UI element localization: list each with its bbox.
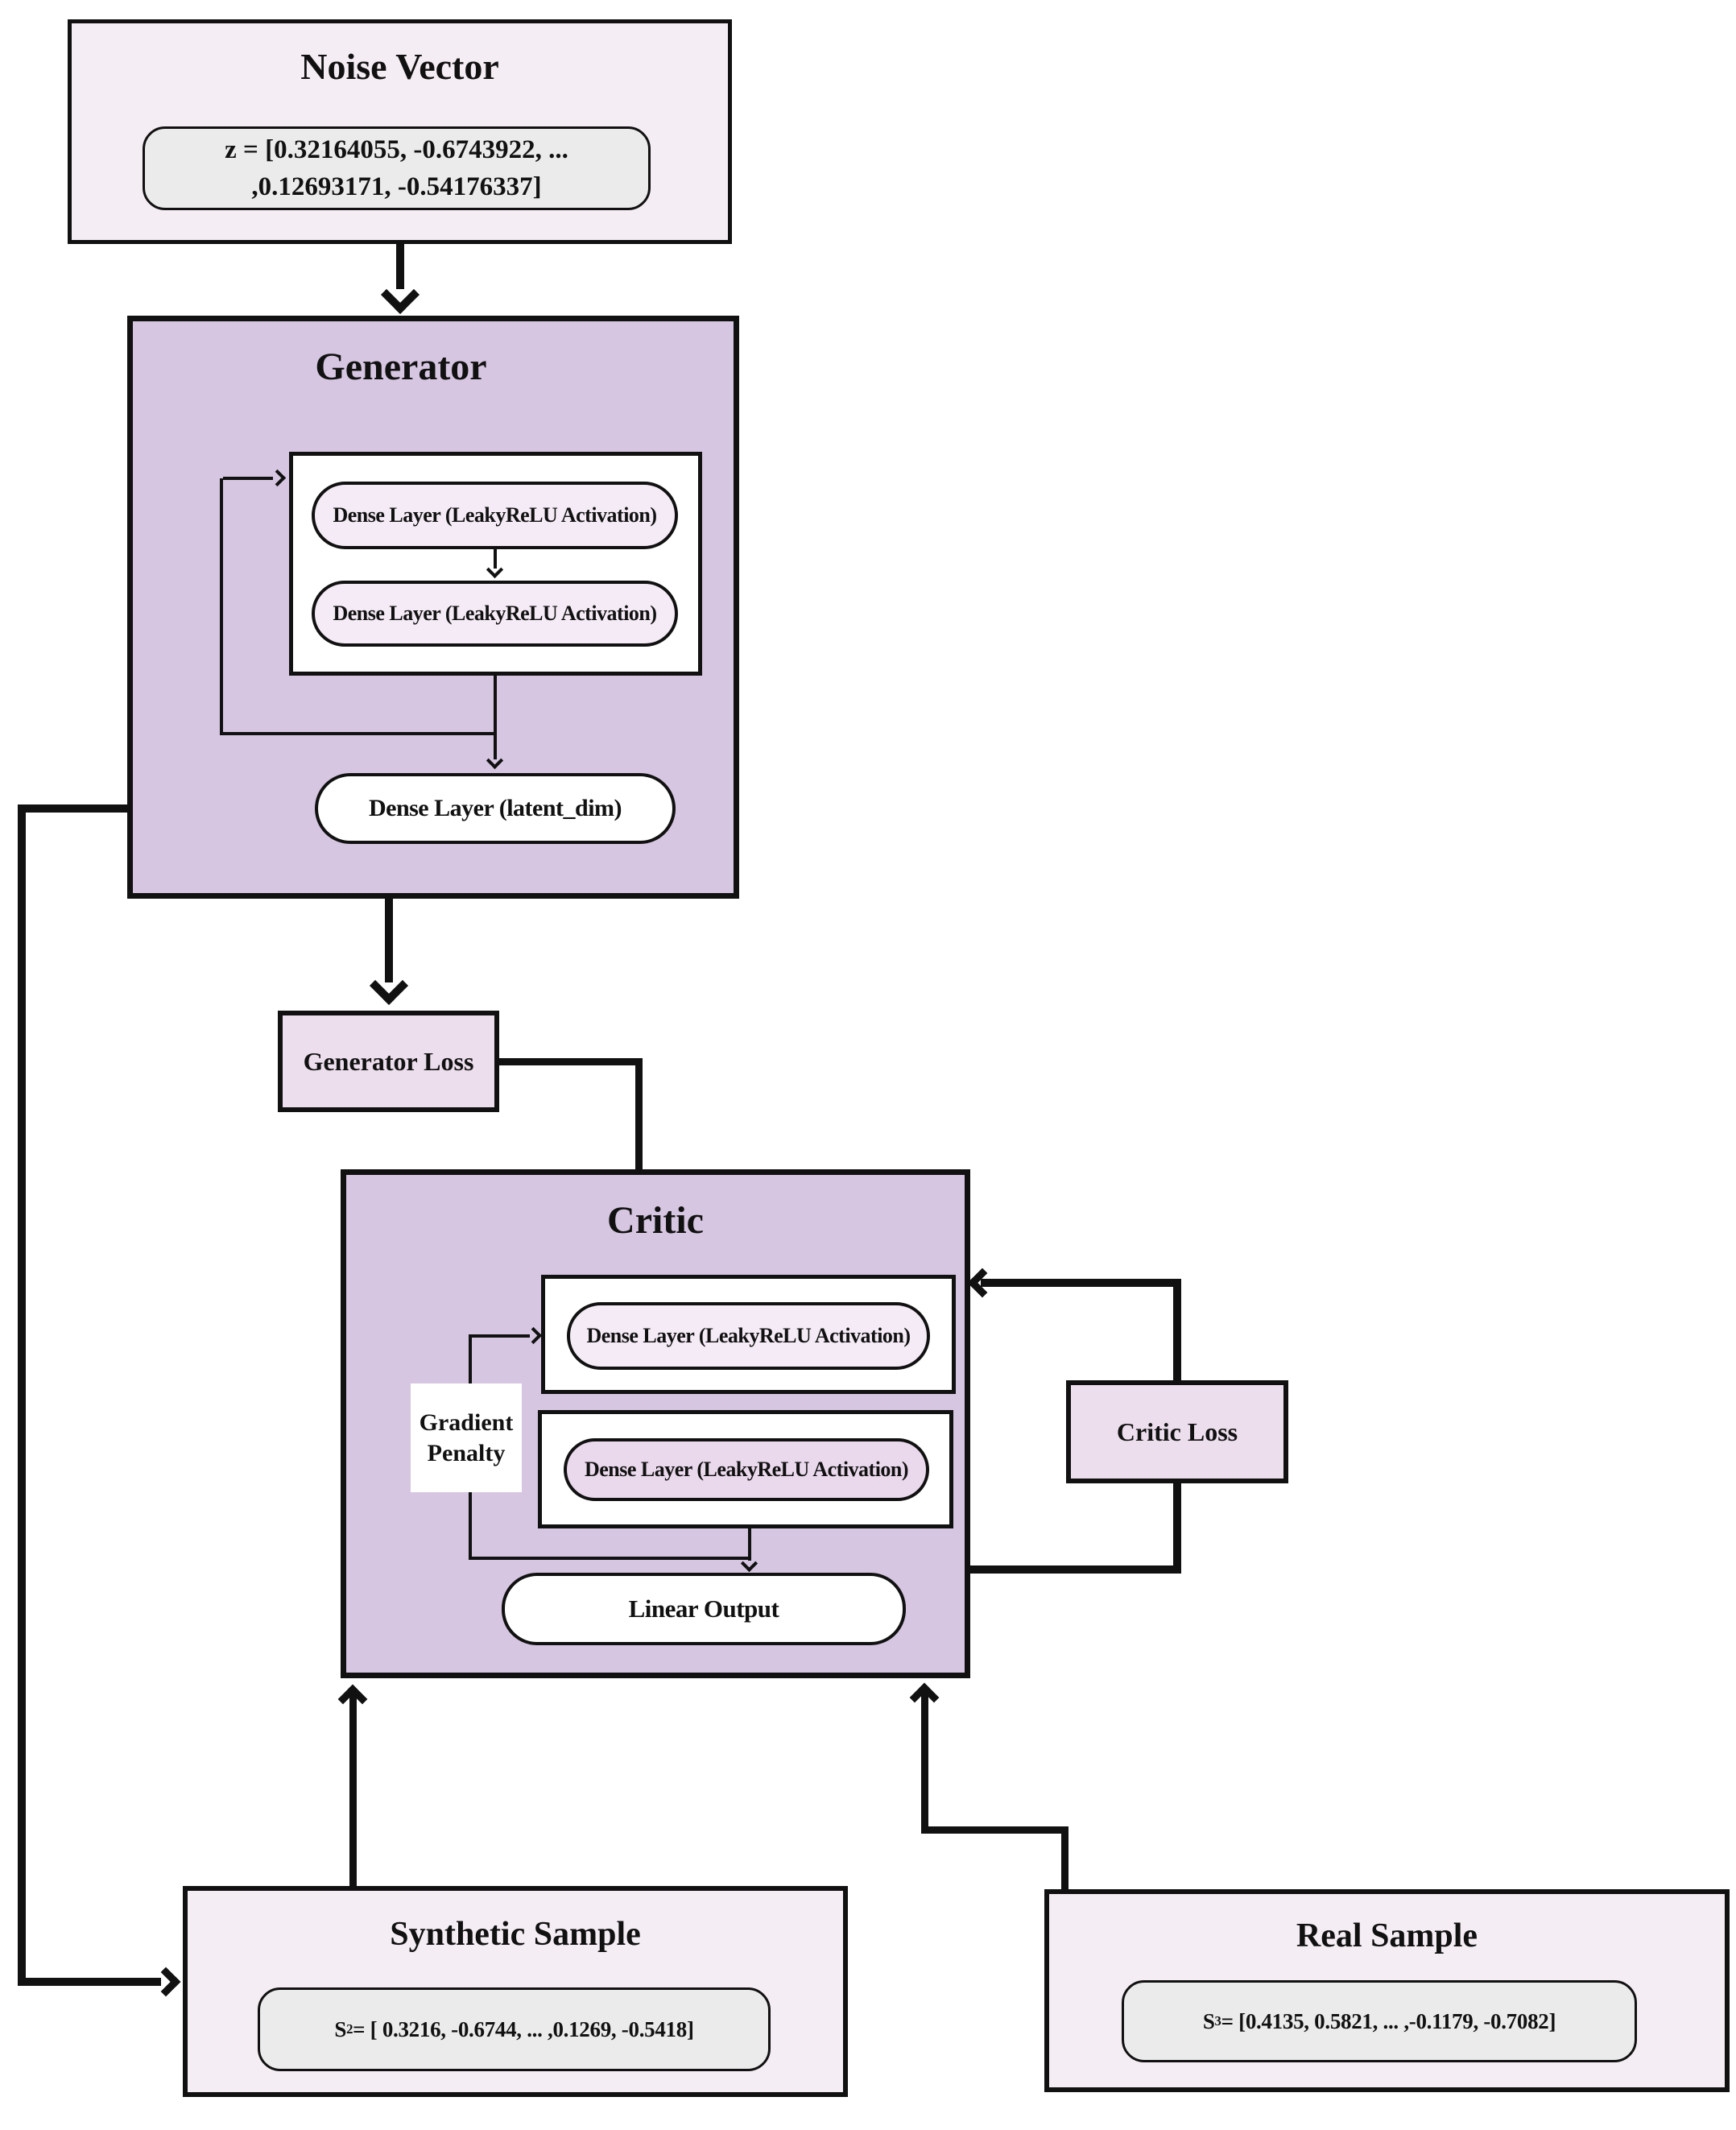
critic-dense-layer-1: Dense Layer (LeakyReLU Activation) bbox=[567, 1302, 930, 1370]
gp-line-up bbox=[469, 1336, 472, 1383]
noise-vector-title: Noise Vector bbox=[300, 46, 499, 87]
criticloss-to-critic-line-v bbox=[1173, 1279, 1181, 1380]
critic-loss-box: Critic Loss bbox=[1066, 1380, 1288, 1483]
critic-title: Critic bbox=[607, 1199, 704, 1242]
noise-to-generator-arrow-line bbox=[396, 244, 404, 289]
genloss-to-critic-line-v bbox=[635, 1058, 643, 1171]
generator-latent-dense-layer: Dense Layer (latent_dim) bbox=[315, 773, 676, 844]
generator-loop-line-2 bbox=[220, 732, 497, 735]
synthetic-to-critic-arrow-line bbox=[349, 1693, 357, 1886]
real-sample-values: = [0.4135, 0.5821, ... ,-0.1179, -0.7082… bbox=[1221, 2008, 1556, 2033]
gp-line-to-dense1 bbox=[469, 1334, 530, 1338]
real-to-critic-line-v1 bbox=[1061, 1830, 1068, 1891]
genloss-to-critic-line-h bbox=[499, 1058, 643, 1065]
synthetic-sample-var: S bbox=[334, 2016, 347, 2041]
real-to-critic-line-v2 bbox=[921, 1691, 928, 1830]
gradient-penalty-line1: Gradient bbox=[419, 1409, 514, 1436]
gp-line-down bbox=[469, 1492, 472, 1560]
critic-linear-output: Linear Output bbox=[502, 1573, 906, 1645]
dense2-to-linear-line bbox=[748, 1528, 751, 1561]
arrowhead-up-icon bbox=[909, 1682, 940, 1713]
real-sample-var-sub: 3 bbox=[1214, 2013, 1221, 2029]
gradient-penalty-box: Gradient Penalty bbox=[411, 1383, 522, 1492]
generator-to-synthetic-line-h2 bbox=[18, 1978, 161, 1986]
real-to-critic-line-h bbox=[921, 1826, 1068, 1834]
generator-loop-line-3 bbox=[220, 478, 223, 735]
generator-loop-line-1 bbox=[494, 676, 497, 735]
generator-dense-layer-1: Dense Layer (LeakyReLU Activation) bbox=[312, 482, 678, 549]
arrowhead-down-icon bbox=[369, 966, 409, 1006]
arrowhead-down-icon bbox=[380, 275, 420, 315]
generator-loss-box: Generator Loss bbox=[278, 1011, 499, 1112]
generator-title: Generator bbox=[315, 345, 487, 388]
arrowhead-right-icon bbox=[151, 1967, 181, 1997]
noise-vector-value-line1: z = [0.32164055, -0.6743922, ... bbox=[225, 134, 568, 164]
generator-dense-layer-2: Dense Layer (LeakyReLU Activation) bbox=[312, 581, 678, 647]
noise-vector-value-line2: ,0.12693171, -0.54176337] bbox=[251, 172, 542, 201]
arrowhead-left-icon bbox=[967, 1268, 998, 1298]
generator-to-loss-arrow-line bbox=[385, 899, 393, 982]
synthetic-sample-title: Synthetic Sample bbox=[390, 1916, 641, 1953]
real-sample-var: S bbox=[1202, 2008, 1215, 2033]
critic-to-criticloss-line-h bbox=[970, 1565, 1181, 1574]
noise-vector-value: z = [0.32164055, -0.6743922, ... ,0.1269… bbox=[143, 126, 651, 210]
real-sample-title: Real Sample bbox=[1296, 1917, 1478, 1954]
to-latent-layer-line bbox=[494, 734, 497, 759]
arrowhead-up-icon bbox=[337, 1684, 368, 1714]
critic-dense-layer-2: Dense Layer (LeakyReLU Activation) bbox=[564, 1438, 929, 1501]
generator-loop-line-4 bbox=[223, 477, 273, 480]
generator-to-synthetic-line-v bbox=[18, 804, 26, 1986]
critic-to-criticloss-line-v bbox=[1173, 1483, 1181, 1570]
synthetic-sample-values: = [ 0.3216, -0.6744, ... ,0.1269, -0.541… bbox=[353, 2016, 694, 2041]
criticloss-to-critic-line-h bbox=[981, 1279, 1181, 1287]
gradient-penalty-line2: Penalty bbox=[427, 1439, 506, 1466]
generator-to-synthetic-line-h1 bbox=[18, 804, 129, 813]
dense1-to-dense2-line bbox=[494, 549, 497, 569]
gp-line-bottom-h bbox=[469, 1557, 751, 1560]
synthetic-sample-var-sub: 2 bbox=[346, 2021, 353, 2037]
